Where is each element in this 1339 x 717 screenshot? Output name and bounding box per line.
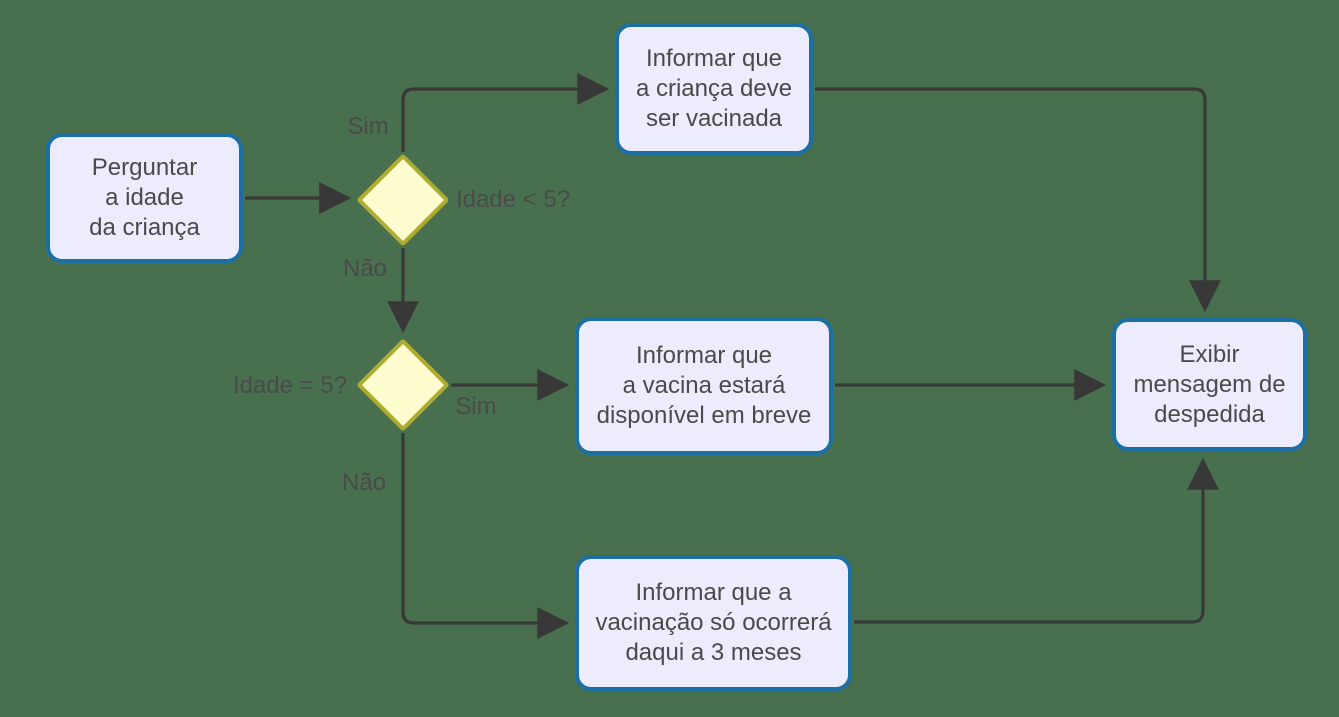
edge-label-nao-lt5: Não [342,255,388,282]
decision-age-lt-5-label: Idade < 5? [455,186,571,213]
node-inform-vaccinate: Informar que a criança deve ser vacinada [615,23,813,155]
edge-threemonths-to-goodbye [854,457,1219,624]
edge-label-nao-eq5: Não [341,469,387,496]
edge-decision2-no-to-threemonths [401,433,570,639]
edge-label-sim-eq5: Sim [455,393,497,420]
node-inform-three-months: Informar que a vacinação só ocorrerá daq… [575,555,852,691]
node-inform-available-soon: Informar que a vacina estará disponível … [575,317,833,455]
edge-label-sim-lt5: Sim [347,113,389,140]
edge-decision1-yes-to-vaccinate [401,73,610,152]
edge-vaccinate-to-goodbye [815,87,1221,313]
decision-age-eq-5-label: Idade = 5? [232,372,348,399]
node-goodbye-message: Exibir mensagem de despedida [1112,318,1307,451]
node-start: Perguntar a idade da criança [46,133,243,263]
